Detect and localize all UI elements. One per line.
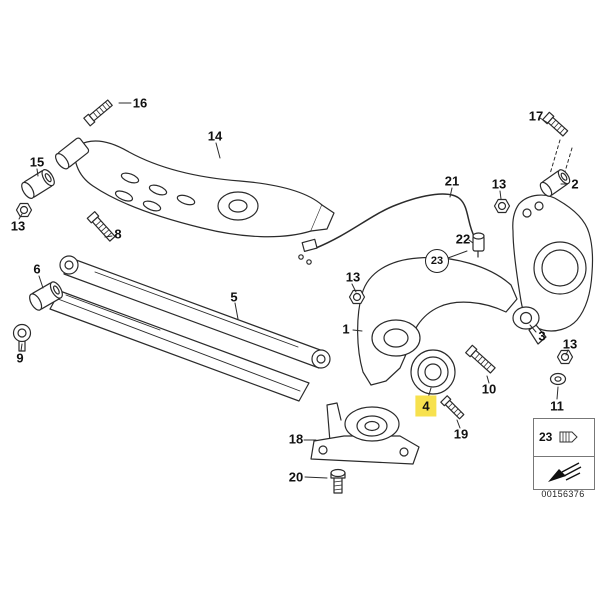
- clip-icon: [559, 431, 579, 443]
- callout-21[interactable]: 21: [444, 173, 460, 189]
- part-18-bracket: [310, 402, 420, 465]
- direction-arrow-icon: [548, 462, 582, 482]
- part-8-bolt: [86, 211, 116, 242]
- part-19-bolt: [440, 395, 465, 420]
- callout-16[interactable]: 16: [132, 95, 148, 111]
- part-13-nut-d: [556, 349, 574, 365]
- part-5-lower-arm: [49, 255, 331, 402]
- callout-4-highlighted[interactable]: 4: [415, 395, 437, 417]
- callout-23-circled[interactable]: 23: [425, 249, 449, 273]
- callout-2[interactable]: 2: [571, 176, 579, 192]
- part-16-bolt: [83, 99, 113, 127]
- image-number: 00156376: [541, 489, 585, 499]
- callout-17[interactable]: 17: [528, 108, 544, 124]
- part-21-sensor-cable: [298, 193, 476, 265]
- callout-14[interactable]: 14: [207, 128, 223, 144]
- part-wheel-carrier: [512, 194, 594, 332]
- callout-3[interactable]: 3: [538, 328, 546, 344]
- leader-lines: [18, 102, 569, 479]
- part-13-nut-a: [15, 202, 33, 218]
- callout-18[interactable]: 18: [288, 431, 304, 447]
- part-17-bolt: [542, 111, 569, 137]
- callout-10[interactable]: 10: [481, 381, 497, 397]
- callout-13-a[interactable]: 13: [10, 218, 26, 234]
- part-22-sensor: [472, 232, 485, 258]
- part-6-bushing: [29, 281, 63, 311]
- part-3-ball-joint: [512, 306, 547, 345]
- callout-8[interactable]: 8: [114, 226, 122, 242]
- part-14-upper-control-arm: [55, 137, 335, 238]
- part-1-trailing-arm: [357, 256, 518, 386]
- legend-direction-row: [534, 457, 594, 490]
- callout-6[interactable]: 6: [33, 261, 41, 277]
- callout-9[interactable]: 9: [16, 350, 24, 366]
- callout-13-d[interactable]: 13: [562, 336, 578, 352]
- callout-15[interactable]: 15: [29, 154, 45, 170]
- callout-5[interactable]: 5: [230, 289, 238, 305]
- part-11-washer: [549, 372, 567, 386]
- callout-1[interactable]: 1: [342, 321, 350, 337]
- callout-19[interactable]: 19: [453, 426, 469, 442]
- part-2-bushing: [539, 169, 571, 197]
- callout-11[interactable]: 11: [550, 398, 564, 414]
- callout-13-c[interactable]: 13: [345, 269, 361, 285]
- part-20-screw: [330, 468, 346, 494]
- callout-22[interactable]: 22: [455, 231, 471, 247]
- legend-callout-label: 23: [539, 430, 553, 445]
- legend-box: 23: [533, 418, 595, 490]
- part-4-bushing: [410, 349, 456, 395]
- part-15-bushing: [21, 169, 55, 199]
- callout-13-b[interactable]: 13: [491, 176, 507, 192]
- part-13-nut-c: [348, 289, 366, 305]
- part-13-nut-b: [493, 198, 511, 214]
- callout-20[interactable]: 20: [288, 469, 304, 485]
- legend-clip-row[interactable]: 23: [534, 419, 594, 457]
- part-10-bolt: [465, 344, 496, 374]
